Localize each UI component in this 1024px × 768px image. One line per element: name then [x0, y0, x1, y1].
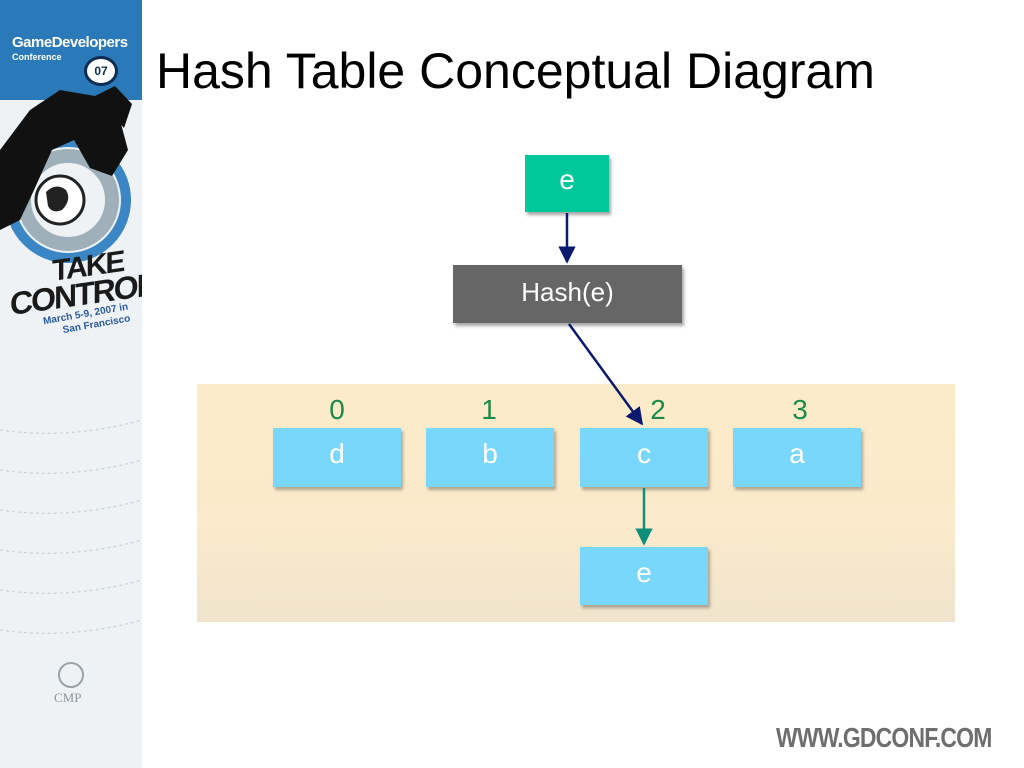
sidebar-header-band	[0, 0, 142, 100]
conference-sidebar: GameDevelopers Conference 07 TAKE CONTRO…	[0, 0, 142, 768]
bucket-index-0: 0	[329, 394, 345, 425]
hash-table-panel	[197, 384, 955, 622]
sidebar-artwork	[0, 86, 142, 634]
input-element-box: e	[525, 155, 609, 212]
bucket-index-3: 3	[792, 394, 808, 425]
bucket-slot-2: c	[580, 428, 708, 487]
bucket-index-1: 1	[481, 394, 497, 425]
gdc-logo-subtext: Conference	[12, 52, 62, 62]
conference-website: WWW.GDCONF.COM	[776, 722, 992, 753]
bucket-slot-3: a	[733, 428, 861, 487]
publisher-logo: CMP	[54, 690, 82, 705]
cmp-logo-icon	[58, 662, 84, 688]
bucket-slot-0: d	[273, 428, 401, 487]
bucket-index-2: 2	[650, 394, 666, 425]
gdc-logo-text: GameDevelopers	[12, 34, 128, 51]
slide-title: Hash Table Conceptual Diagram	[156, 43, 875, 99]
gdc-logo-badge: 07	[84, 56, 118, 86]
hash-function-box: Hash(e)	[453, 265, 682, 323]
bucket-slot-1: b	[426, 428, 554, 487]
arrow-hash-to-bucket	[567, 323, 644, 426]
chained-element-box: e	[580, 547, 708, 605]
